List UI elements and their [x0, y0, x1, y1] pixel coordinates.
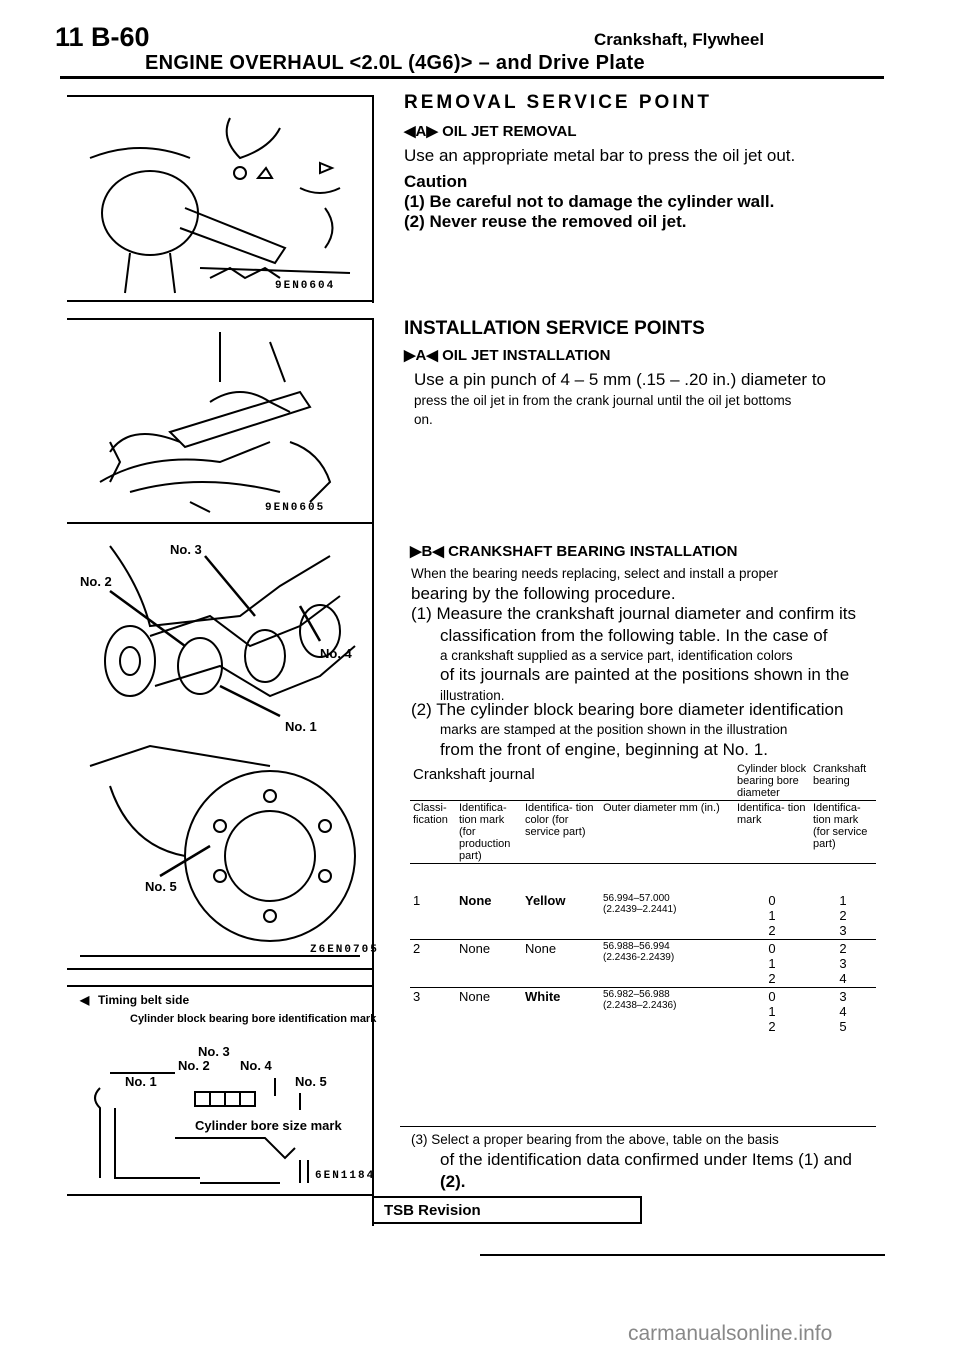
removal-text: Use an appropriate metal bar to press th… — [404, 146, 796, 165]
bearing-step: classification from the following table.… — [440, 626, 828, 645]
figure-code: 9EN0604 — [275, 280, 335, 292]
header-rule — [60, 76, 884, 79]
journal-label: No. 1 — [285, 719, 317, 734]
bore-label: No. 3 — [198, 1044, 230, 1059]
bore-label: No. 2 — [178, 1058, 210, 1073]
bearing-subtitle: ▶B◀ CRANKSHAFT BEARING INSTALLATION — [410, 543, 738, 560]
bore-label: No. 1 — [125, 1074, 157, 1089]
table-row: 2 None None 56.988–56.994(2.2436-2.2439)… — [410, 940, 876, 988]
fig-border — [67, 95, 374, 97]
cell: 2 — [413, 941, 421, 956]
fig-border — [67, 300, 374, 302]
bearing-step: of its journals are painted at the posit… — [440, 665, 850, 684]
figure-code: Z6EN0705 — [310, 944, 379, 956]
fig-border — [67, 968, 374, 970]
journal-label: No. 4 — [320, 646, 353, 661]
column-divider — [372, 318, 374, 1226]
bearing-step: from the front of engine, beginning at N… — [440, 740, 768, 759]
journal-table-body: 1 None Yellow 56.994–57.000(2.2439–2.244… — [410, 892, 876, 1035]
cell: 56.982–56.988(2.2438–2.2436) — [603, 989, 677, 1011]
bearing-step: illustration. — [440, 688, 505, 703]
bore-label: No. 4 — [240, 1058, 273, 1073]
col-bearing: Crankshaft bearing — [813, 763, 867, 787]
cell: None — [525, 941, 557, 956]
cell: White — [525, 989, 561, 1004]
col-class: Classi- fication — [413, 802, 448, 826]
journal-label: No. 2 — [80, 574, 112, 589]
col-journal: Crankshaft journal — [413, 766, 535, 783]
caution-label: Caution — [404, 172, 468, 191]
figure-crankshaft: No. 3 No. 2 No. 4 No. 1 No. 5 Z6EN0705 — [80, 542, 377, 957]
topic-title: Crankshaft, Flywheel — [594, 30, 765, 49]
bearing-step: marks are stamped at the position shown … — [440, 722, 788, 737]
column-divider — [372, 95, 374, 303]
col-mark: Identifica- tion mark (for production pa… — [459, 802, 511, 862]
install-text: on. — [414, 412, 433, 427]
col-color: Identifica- tion color (for service part… — [525, 802, 594, 838]
install-text: Use a pin punch of 4 – 5 mm (.15 – .20 i… — [414, 370, 826, 389]
fig-border — [67, 985, 374, 987]
cell: 1 — [413, 893, 421, 908]
bearing-text: bearing by the following procedure. — [411, 584, 676, 603]
cell: None — [459, 893, 492, 908]
cell: 3 — [413, 989, 421, 1004]
bearing-step: (1) Measure the crankshaft journal diame… — [411, 604, 857, 623]
cell: Yellow — [525, 893, 566, 908]
journal-label: No. 5 — [145, 879, 177, 894]
figure-bore-marks: ◀ Timing belt side Cylinder block bearin… — [79, 993, 377, 1184]
bearing-step: (3) Select a proper bearing from the abo… — [411, 1132, 779, 1147]
col-bearingmark: Identifica- tion mark (for service part) — [813, 802, 868, 850]
cell: 56.988–56.994(2.2436-2.2439) — [603, 941, 675, 963]
cell: None — [459, 989, 491, 1004]
figure-code: 9EN0605 — [265, 502, 325, 514]
journal-table: Crankshaft journal Cylinder block bearin… — [410, 762, 876, 864]
timing-label: Timing belt side — [98, 993, 189, 1007]
bearing-step: (2) The cylinder block bearing bore diam… — [411, 700, 844, 719]
installation-subtitle: ▶A◀ OIL JET INSTALLATION — [404, 347, 611, 364]
cell: 56.994–57.000(2.2439–2.2441) — [603, 893, 677, 915]
figure-oil-jet-removal: 9EN0604 — [89, 117, 351, 294]
bore-label: No. 5 — [295, 1074, 327, 1089]
bore-mark-label: Cylinder bore size mark — [195, 1118, 342, 1133]
col-block: Cylinder block bearing bore diameter — [737, 763, 807, 799]
bearing-step: (2). — [440, 1172, 466, 1191]
removal-title: REMOVAL SERVICE POINT — [404, 92, 712, 113]
journal-label: No. 3 — [170, 542, 202, 557]
tsb-revision: TSB Revision — [374, 1196, 642, 1224]
table-row: 3 None White 56.982–56.988(2.2438–2.2436… — [410, 988, 876, 1036]
page-number: 11 B-60 — [55, 22, 150, 52]
fig-border — [67, 1194, 374, 1196]
footer-rule — [480, 1254, 885, 1256]
cell: None — [459, 941, 491, 956]
bearing-step: a crankshaft supplied as a service part,… — [440, 648, 793, 663]
figure-code: 6EN1184 — [315, 1170, 375, 1182]
fig4-caption: Cylinder block bearing bore identificati… — [130, 1013, 377, 1025]
arrow-left-icon: ◀ — [79, 993, 90, 1007]
installation-title: INSTALLATION SERVICE POINTS — [404, 318, 705, 339]
table-row: 1 None Yellow 56.994–57.000(2.2439–2.244… — [410, 892, 876, 940]
watermark: carmanualsonline.info — [628, 1322, 833, 1345]
bearing-text: When the bearing needs replacing, select… — [411, 566, 778, 581]
table-bottom-rule — [400, 1126, 876, 1127]
figure-oil-jet-installation: 9EN0605 — [99, 332, 332, 514]
fig-border — [67, 318, 374, 320]
removal-subtitle: ◀A▶ OIL JET REMOVAL — [404, 123, 577, 140]
col-blockmark: Identifica- tion mark — [737, 802, 806, 826]
fig-border — [67, 522, 374, 524]
col-outer: Outer diameter mm (in.) — [603, 802, 720, 814]
bearing-step: of the identification data confirmed und… — [440, 1150, 853, 1169]
section-title: ENGINE OVERHAUL <2.0L (4G6)> – and Drive… — [145, 52, 645, 74]
caution-item: (1) Be careful not to damage the cylinde… — [404, 192, 775, 211]
install-text: press the oil jet in from the crank jour… — [414, 393, 792, 408]
caution-item: (2) Never reuse the removed oil jet. — [404, 212, 687, 231]
